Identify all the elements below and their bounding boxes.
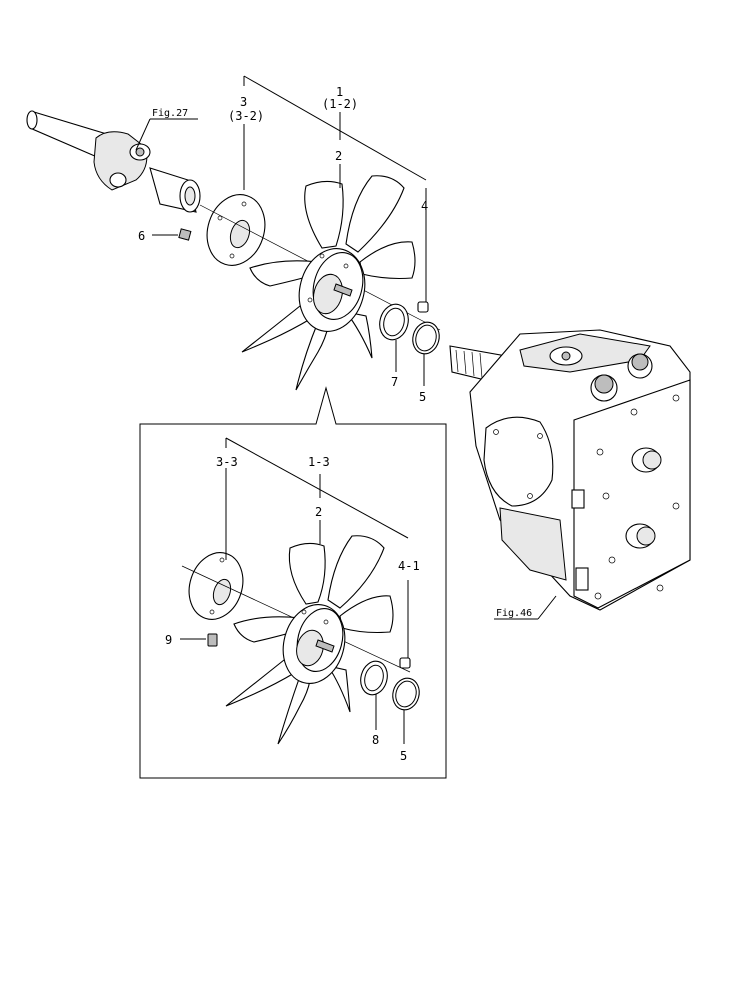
callout-9: 9 — [165, 633, 172, 647]
callout-1-3: 1-3 — [308, 455, 330, 469]
snap-ring-part-5 — [412, 321, 440, 386]
callout-3-3: 3-3 — [216, 455, 238, 469]
callout-6: 6 — [138, 229, 145, 243]
fig46-label: Fig.46 — [496, 608, 532, 619]
key-part-6: 6 — [138, 228, 192, 243]
callout-2-top: 2 — [335, 149, 342, 163]
callout-4-1: 4-1 — [398, 559, 420, 573]
callout-2-box: 2 — [315, 505, 322, 519]
inset-set-screw-9: 9 — [165, 633, 218, 647]
fig27-callout: Fig.27 — [135, 108, 198, 151]
inset-hub-plate-3-3 — [188, 552, 244, 620]
callout-4: 4 — [421, 199, 428, 213]
callout-3: 3 — [240, 95, 247, 109]
callout-5-top: 5 — [419, 390, 426, 404]
top-callout-tree: 1 (1-2) 3 (3-2) 2 4 7 5 — [228, 75, 428, 404]
inset-fan-part-2 — [225, 535, 394, 745]
inset-bolt-4-1 — [399, 580, 411, 669]
hub-plate-3 — [206, 194, 266, 266]
inset-o-ring-8 — [360, 660, 388, 730]
callout-8: 8 — [372, 733, 379, 747]
hydraulic-unit — [449, 329, 691, 611]
callout-1: 1 — [336, 85, 343, 99]
detail-box — [139, 386, 447, 779]
bolt-part-4 — [417, 188, 429, 313]
callout-1-2: (1-2) — [322, 97, 358, 111]
fan-part-2 — [241, 175, 416, 391]
o-ring-part-7 — [379, 303, 409, 372]
drive-shaft — [26, 110, 201, 213]
fig46-callout: Fig.46 — [494, 595, 557, 620]
inset-callout-tree: 3-3 1-3 2 4-1 8 5 — [216, 437, 420, 763]
fig27-label: Fig.27 — [152, 108, 188, 119]
callout-5-box: 5 — [400, 749, 407, 763]
inset-snap-ring-5 — [392, 677, 420, 744]
callout-7: 7 — [391, 375, 398, 389]
callout-3-2: (3-2) — [228, 109, 264, 123]
